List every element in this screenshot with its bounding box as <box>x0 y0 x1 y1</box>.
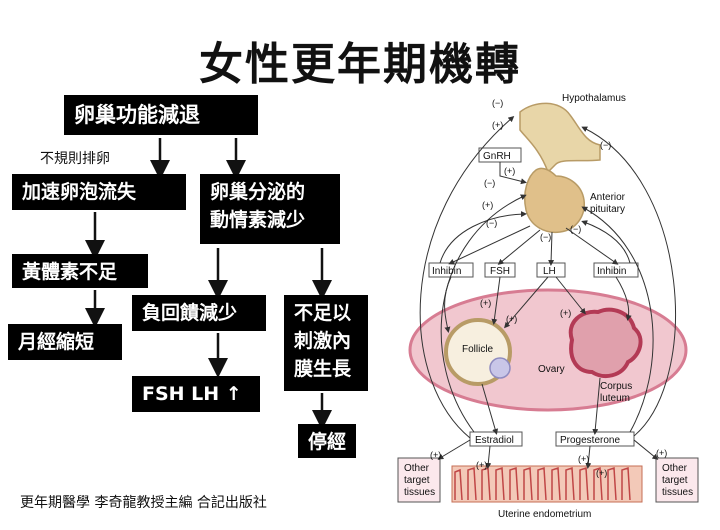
sign-plus-6: (+) <box>560 308 571 318</box>
arrow-progesterone-feedback-to-hypothalamus <box>581 126 676 437</box>
arrow-pituitary-to-lh <box>548 231 555 266</box>
other-target-right-box <box>655 457 699 503</box>
arrow-estradiol-to-endometrium <box>485 445 492 469</box>
arrow-progesterone-to-other <box>633 439 659 460</box>
arrow-inhibin-left-to-pituitary <box>439 211 527 264</box>
label-hypothalamus: Hypothalamus <box>562 93 626 104</box>
arrow-estradiol-feedback-to-pituitary <box>440 194 527 433</box>
label-ovary: Ovary <box>538 364 565 375</box>
arrow-estradiol-feedback-to-hypothalamus <box>419 116 515 439</box>
arrow-fsh-to-follicle <box>491 276 501 325</box>
sign-minus-4: (−) <box>486 218 497 228</box>
sign-plus-2: (+) <box>504 166 515 176</box>
arrow-inhibin-right-to-ovary <box>615 276 632 321</box>
sign-minus-1: (−) <box>492 98 503 108</box>
sign-plus-7: (+) <box>430 450 441 460</box>
arrow-corpus-to-progesterone <box>592 377 601 435</box>
estrogen-line-2: 動情素減少 <box>210 209 306 231</box>
arrow-follicle-to-estradiol <box>481 383 499 435</box>
label-corpus: Corpus <box>600 381 632 392</box>
sign-plus-4: (+) <box>480 298 491 308</box>
arrow-inhibin-right-to-pituitary <box>581 220 631 264</box>
corpus-luteum-shape <box>568 307 643 379</box>
label-endometrium: Uterine endometrium <box>498 509 591 520</box>
label-lh: LH <box>543 266 556 277</box>
box-estrogen-decrease: 卵巢分泌的 動情素減少 <box>200 174 340 244</box>
label-inhibin-left: Inhibin <box>432 266 461 277</box>
stim-line-3: 膜生長 <box>294 358 352 380</box>
label-other-left-1: Other <box>404 463 430 474</box>
sign-minus-3: (−) <box>484 178 495 188</box>
arrow-pituitary-to-inhibin-left <box>448 225 531 265</box>
sign-minus-6: (−) <box>570 224 581 234</box>
box-progesterone-deficit: 黃體素不足 <box>12 254 148 288</box>
stim-line-1: 不足以 <box>294 302 352 324</box>
pituitary-shape <box>524 167 585 234</box>
hypothalamus-shape <box>519 102 601 174</box>
stim-line-2: 刺激內 <box>294 330 352 352</box>
estrogen-line-1: 卵巢分泌的 <box>210 181 306 203</box>
follicle-oocyte <box>489 357 511 379</box>
sign-plus-3: (+) <box>482 200 493 210</box>
sign-minus-2: (−) <box>600 140 611 150</box>
label-gnrh: GnRH <box>483 151 511 162</box>
arrow-progesterone-feedback-to-pituitary <box>581 206 654 433</box>
box-follicle-loss: 加速卵泡流失 <box>12 174 186 210</box>
box-menopause: 停經 <box>298 424 356 458</box>
source-credit: 更年期醫學 李奇龍教授主編 合記出版社 <box>20 495 267 511</box>
label-luteum: luteum <box>600 393 630 404</box>
sign-plus-11: (+) <box>656 448 667 458</box>
box-fsh-lh-rise: FSH LH ↑ <box>132 376 260 412</box>
box-cycle-shortened: 月經縮短 <box>8 324 122 360</box>
arrow-pituitary-to-inhibin-right <box>565 227 619 265</box>
label-fsh: FSH <box>490 266 510 277</box>
label-follicle: Follicle <box>462 344 494 355</box>
label-progesterone: Progesterone <box>560 435 620 446</box>
label-estradiol: Estradiol <box>475 435 514 446</box>
label-pituitary: pituitary <box>590 204 625 215</box>
arrow-gnrh-to-pituitary <box>499 162 527 185</box>
endometrium-glands <box>454 466 631 501</box>
other-target-left-box <box>397 457 441 503</box>
arrow-lh-to-follicle <box>504 276 549 329</box>
sign-plus-10: (+) <box>596 468 607 478</box>
label-other-left-2: target <box>404 475 430 486</box>
label-other-right-1: Other <box>662 463 688 474</box>
label-other-left-3: tissues <box>404 487 435 498</box>
sign-plus-5: (+) <box>506 314 517 324</box>
endometrium-base <box>451 465 643 503</box>
label-other-right-2: target <box>662 475 688 486</box>
box-feedback-reduced: 負回饋減少 <box>132 295 266 331</box>
label-other-right-3: tissues <box>662 487 693 498</box>
sign-plus-1: (+) <box>492 120 503 130</box>
sign-plus-9: (+) <box>578 454 589 464</box>
box-stimulation-insufficient: 不足以 刺激內 膜生長 <box>284 295 368 391</box>
arrow-lh-to-corpus <box>555 276 586 315</box>
note-irregular-ovulation: 不規則排卵 <box>40 151 110 167</box>
arrow-progesterone-to-endometrium <box>585 445 592 469</box>
page-title: 女性更年期機轉 <box>199 39 521 90</box>
label-inhibin-right: Inhibin <box>597 266 626 277</box>
arrow-pituitary-to-fsh <box>497 229 541 265</box>
arrow-estradiol-to-other <box>437 439 471 460</box>
box-ovary-decline: 卵巢功能減退 <box>64 95 258 135</box>
label-anterior: Anterior <box>590 192 626 203</box>
sign-plus-8: (+) <box>476 460 487 470</box>
sign-minus-5: (−) <box>540 232 551 242</box>
